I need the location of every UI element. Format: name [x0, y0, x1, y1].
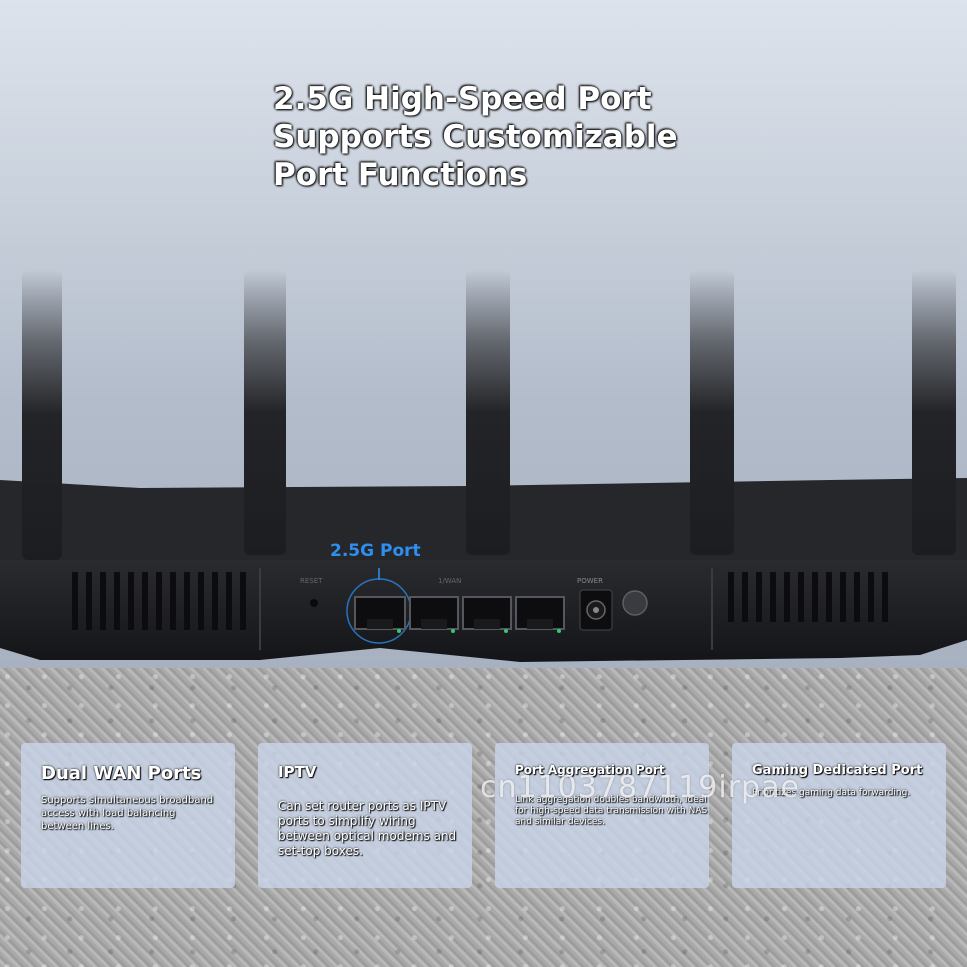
right-vent: [728, 572, 888, 622]
headline: 2.5G High-Speed Port Supports Customizab…: [273, 80, 713, 194]
port-callout-label: 2.5G Port: [330, 541, 421, 561]
card-description: Prioritizes gaming data forwarding.: [752, 788, 911, 798]
antenna-4: [690, 270, 734, 555]
card-title: IPTV: [278, 763, 317, 781]
antennas: [22, 270, 956, 560]
reset-button: [310, 599, 318, 607]
headline-line-3: Port Functions: [273, 157, 528, 193]
antenna-3: [466, 270, 510, 555]
label-lan: 1/WAN: [438, 577, 461, 585]
feature-card-dual-wan: Dual WAN Ports Supports simultaneous bro…: [21, 743, 235, 888]
card-title: Port Aggregation Port: [515, 763, 665, 777]
label-reset: RESET: [300, 577, 323, 585]
headline-line-1: 2.5G High-Speed Port: [273, 81, 652, 117]
label-power: POWER: [577, 577, 603, 585]
ethernet-port-1: [409, 596, 459, 633]
feature-card-iptv: IPTV Can set router ports as IPTV ports …: [258, 743, 472, 888]
antenna-1: [22, 270, 62, 560]
headline-line-2: Supports Customizable: [273, 119, 678, 155]
ethernet-port-3: [515, 596, 565, 633]
antenna-5: [912, 270, 956, 555]
power-button: [622, 590, 648, 616]
card-description: Supports simultaneous broadband access w…: [41, 795, 214, 832]
feature-card-gaming: Gaming Dedicated Port Prioritizes gaming…: [732, 743, 946, 888]
left-vent: [72, 572, 246, 630]
card-title: Gaming Dedicated Port: [752, 763, 923, 778]
ethernet-port-2.5g: [354, 596, 406, 633]
feature-card-port-aggregation: Port Aggregation Port Link aggregation d…: [495, 743, 709, 888]
ethernet-port-2: [462, 596, 512, 633]
watermark: cn1103787119irpae: [480, 770, 800, 805]
card-title: Dual WAN Ports: [41, 763, 202, 784]
card-description: Can set router ports as IPTV ports to si…: [278, 799, 457, 858]
ethernet-ports: [354, 596, 565, 633]
antenna-2: [244, 270, 286, 555]
card-description: Link aggregation doubles bandwidth, idea…: [515, 795, 708, 827]
